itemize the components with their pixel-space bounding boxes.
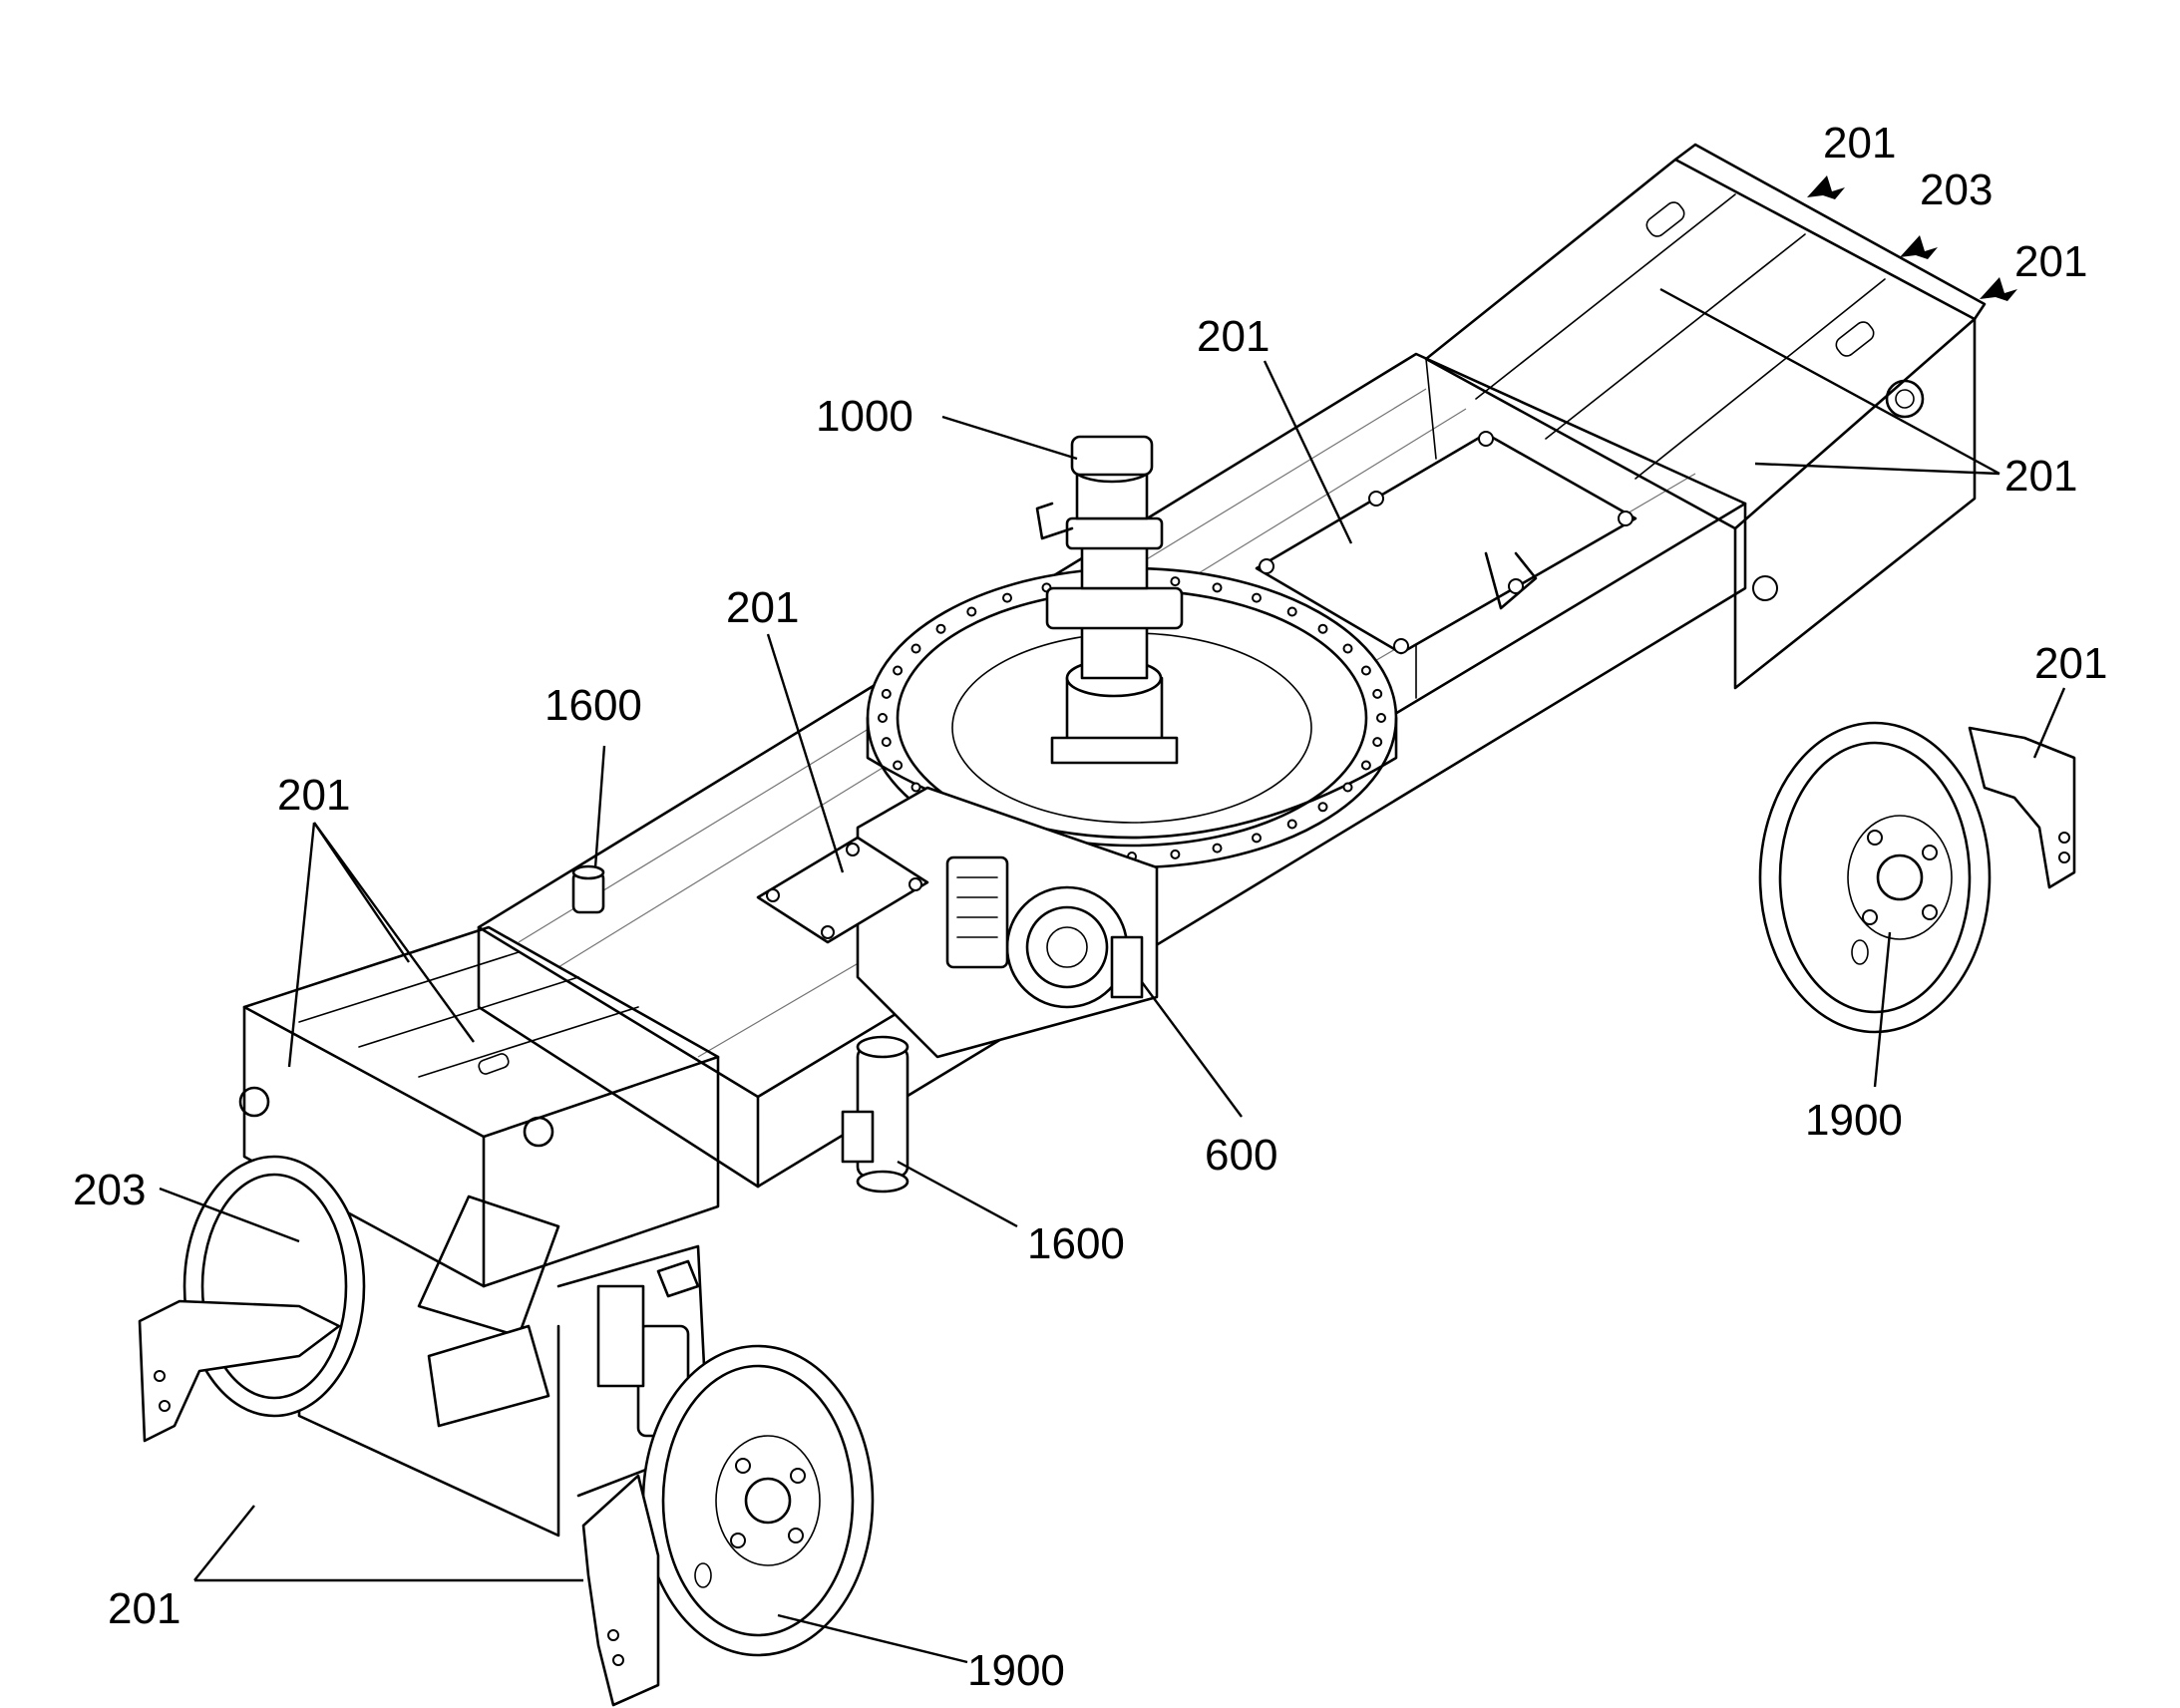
label-1000: 1000 (816, 392, 913, 441)
label-201-front-group: 201 (277, 771, 350, 820)
ring-bolt (1286, 606, 1297, 617)
ring-bolt (1212, 843, 1223, 854)
ring-bolt (1212, 582, 1223, 593)
label-201-bottom: 201 (108, 1584, 181, 1633)
ring-bolt (1372, 688, 1383, 699)
gearbox-600 (856, 786, 1159, 1059)
rail-guard-front (581, 1474, 660, 1707)
wheel-1900-front (641, 1344, 875, 1657)
label-600: 600 (1205, 1131, 1277, 1180)
label-201-top-left: 201 (1823, 119, 1896, 168)
ring-bolt (910, 782, 921, 793)
label-1600-lower: 1600 (1027, 1219, 1125, 1268)
ring-bolt (1317, 802, 1328, 813)
label-201-right-guard: 201 (2034, 639, 2107, 688)
ring-bolt (1372, 737, 1383, 748)
label-201-right-mid: 201 (2004, 452, 2077, 501)
damper-1600-upper (571, 864, 605, 914)
reference-labels: 201 203 201 201 1000 201 201 1600 201 20… (73, 119, 2107, 1695)
motor-unit-1000 (1035, 435, 1184, 765)
damper-1600-lower (841, 1035, 909, 1194)
ring-bolt (893, 760, 904, 771)
label-1900-bottom: 1900 (967, 1646, 1065, 1695)
label-201-center-plate: 201 (726, 583, 799, 632)
ring-bolt (935, 623, 946, 634)
ring-bolt (1317, 623, 1328, 634)
label-203-front: 203 (73, 1166, 146, 1214)
front-end-housing (238, 925, 720, 1288)
ring-bolt (893, 665, 904, 676)
ring-bolt (1286, 819, 1297, 830)
ring-bolt (966, 606, 977, 617)
label-201-upper-mid: 201 (1197, 312, 1270, 361)
wheel-1900-rear-left (182, 1155, 366, 1418)
label-1900-right: 1900 (1805, 1096, 1903, 1145)
ring-bolt (881, 737, 892, 748)
ring-bolt (1002, 592, 1012, 603)
rail-guard-left (138, 1299, 341, 1443)
wheel-1900-right (1758, 721, 1992, 1034)
ring-bolt (1170, 849, 1181, 859)
ring-bolt (881, 688, 892, 699)
ring-bolt (1252, 833, 1262, 844)
ring-bolt (1252, 592, 1262, 603)
label-203-top: 203 (1920, 166, 1993, 214)
label-201-top-right: 201 (2014, 237, 2087, 286)
ring-bolt (1342, 643, 1353, 654)
ring-bolt (1360, 665, 1371, 676)
label-1600-upper: 1600 (545, 681, 642, 730)
ring-bolt (878, 713, 888, 723)
small-cover-plate (756, 836, 929, 944)
ring-bolt (1170, 576, 1181, 587)
top-cover-plate (1255, 431, 1637, 655)
ring-bolt (1342, 782, 1353, 793)
ring-bolt (910, 643, 921, 654)
ring-bolt (1376, 713, 1386, 723)
ring-bolt (1360, 760, 1371, 771)
rear-end-housing (1424, 143, 1987, 690)
leaders (159, 175, 2066, 1664)
